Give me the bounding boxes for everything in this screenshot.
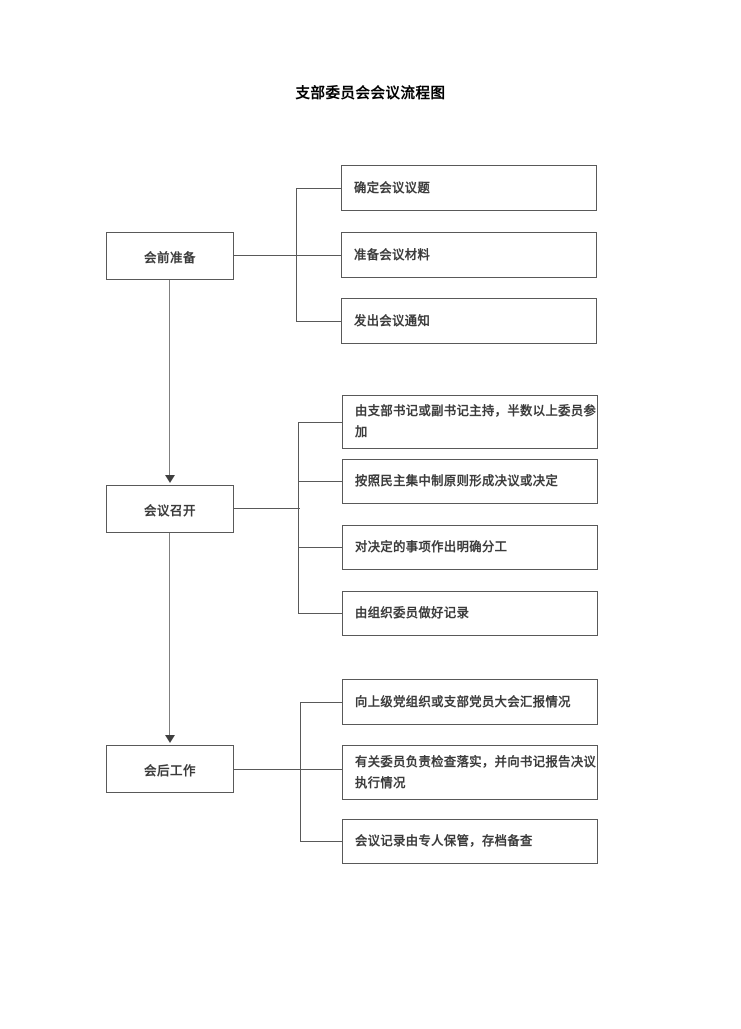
flow-arrow-head-1 [165, 475, 175, 483]
edge-trunk-section3 [300, 702, 302, 842]
edge-stage3-to-trunk [234, 769, 302, 771]
task-box-1-2[interactable]: 准备会议材料 [341, 232, 597, 278]
task-box-1-3[interactable]: 发出会议通知 [341, 298, 597, 344]
task-label-2-4: 由组织委员做好记录 [355, 606, 470, 620]
edge-trunk-to-task-2-4 [298, 613, 343, 615]
page-title: 支部委员会会议流程图 [295, 86, 446, 102]
stage-label-meeting: 会议召开 [143, 502, 196, 518]
edge-stage1-to-trunk [234, 255, 298, 257]
task-label-3-2: 有关委员负责检查落实，并向书记报告决议执行情况 [355, 754, 597, 790]
task-box-3-2[interactable]: 有关委员负责检查落实，并向书记报告决议执行情况 [342, 745, 598, 800]
task-label-1-2: 准备会议材料 [354, 247, 431, 262]
edge-trunk-to-task-2-2 [298, 481, 343, 483]
task-box-2-1[interactable]: 由支部书记或副书记主持，半数以上委员参加 [342, 395, 598, 449]
edge-trunk-section2 [298, 422, 300, 614]
task-label-2-2: 按照民主集中制原则形成决议或决定 [355, 474, 559, 488]
task-label-1-3: 发出会议通知 [354, 313, 431, 328]
flow-arrow-head-2 [165, 735, 175, 743]
edge-trunk-to-task-1-3 [296, 321, 342, 323]
stage-label-pre-meeting: 会前准备 [143, 249, 196, 265]
task-box-3-3[interactable]: 会议记录由专人保管，存档备查 [342, 819, 598, 864]
task-label-3-1: 向上级党组织或支部党员大会汇报情况 [355, 694, 571, 709]
stage-box-meeting[interactable]: 会议召开 [106, 485, 234, 533]
edge-trunk-to-task-1-1 [296, 188, 342, 190]
edge-stage2-to-trunk [234, 508, 300, 510]
edge-trunk-to-task-3-1 [300, 702, 343, 704]
edge-trunk-to-task-2-1 [298, 422, 343, 424]
task-label-2-3: 对决定的事项作出明确分工 [355, 540, 508, 554]
edge-trunk-to-task-1-2 [296, 255, 342, 257]
task-box-2-2[interactable]: 按照民主集中制原则形成决议或决定 [342, 459, 598, 504]
task-box-2-4[interactable]: 由组织委员做好记录 [342, 591, 598, 636]
edge-trunk-to-task-3-2 [300, 769, 343, 771]
task-label-1-1: 确定会议议题 [354, 180, 431, 195]
edge-trunk-to-task-3-3 [300, 841, 343, 843]
task-box-3-1[interactable]: 向上级党组织或支部党员大会汇报情况 [342, 679, 598, 725]
task-box-1-1[interactable]: 确定会议议题 [341, 165, 597, 211]
edge-trunk-to-task-2-3 [298, 547, 343, 549]
task-box-2-3[interactable]: 对决定的事项作出明确分工 [342, 525, 598, 570]
stage-box-pre-meeting[interactable]: 会前准备 [106, 232, 234, 280]
task-label-3-3: 会议记录由专人保管，存档备查 [355, 834, 533, 848]
stage-box-post-meeting[interactable]: 会后工作 [106, 745, 234, 793]
flow-arrow-line-2 [169, 533, 171, 737]
task-label-2-1: 由支部书记或副书记主持，半数以上委员参加 [355, 404, 597, 439]
flow-arrow-line-1 [169, 280, 171, 477]
stage-label-post-meeting: 会后工作 [143, 762, 196, 778]
